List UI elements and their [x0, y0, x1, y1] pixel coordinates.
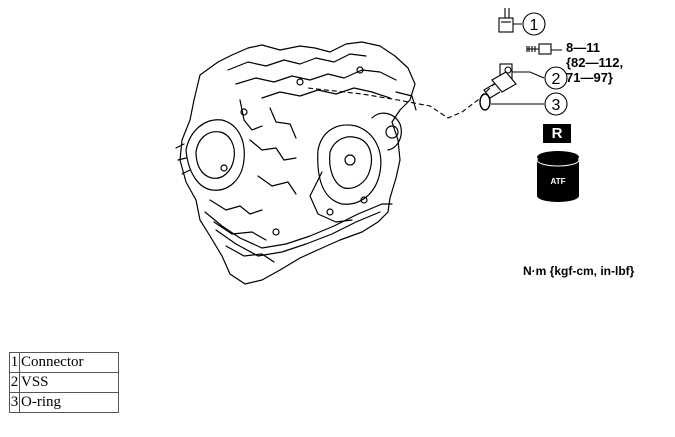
part-number: 2 [9, 372, 20, 393]
table-row: 1 Connector [9, 352, 119, 373]
atf-container-icon: ATF [536, 151, 580, 202]
callout-number-3: 3 [552, 97, 561, 114]
connector-part [498, 8, 514, 33]
parts-legend-table: 1 Connector 2 VSS 3 O-ring [9, 352, 119, 413]
part-name: VSS [19, 372, 119, 393]
part-name: O-ring [19, 392, 119, 413]
torque-spec: 8—11 {82—112, 71—97} [566, 40, 623, 85]
atf-label: ATF [551, 177, 566, 186]
transaxle-diagram: 1 2 3 ATF [175, 8, 580, 285]
transaxle-illustration [175, 41, 417, 285]
table-row: 2 VSS [9, 372, 119, 393]
part-name: Connector [19, 352, 119, 373]
callout-number-2: 2 [552, 71, 561, 88]
torque-kgf-cm: {82—112, [566, 55, 624, 70]
torque-in-lbf: 71—97} [566, 70, 613, 85]
replace-symbol: R [543, 124, 571, 143]
installation-guide-line [307, 77, 503, 119]
o-ring-part [479, 93, 491, 111]
leader-lines [491, 23, 562, 105]
vss-part [483, 63, 517, 99]
callout-circle-1 [522, 12, 546, 36]
callout-number-1: 1 [530, 17, 539, 34]
bolt-part [526, 43, 552, 55]
callout-circle-3 [544, 92, 568, 116]
table-row: 3 O-ring [9, 392, 119, 413]
torque-nm: 8—11 [566, 40, 600, 55]
part-number: 1 [9, 352, 20, 373]
unit-note: N·m {kgf-cm, in-lbf} [523, 264, 635, 278]
part-number: 3 [9, 392, 20, 413]
callout-circle-2 [544, 66, 568, 90]
